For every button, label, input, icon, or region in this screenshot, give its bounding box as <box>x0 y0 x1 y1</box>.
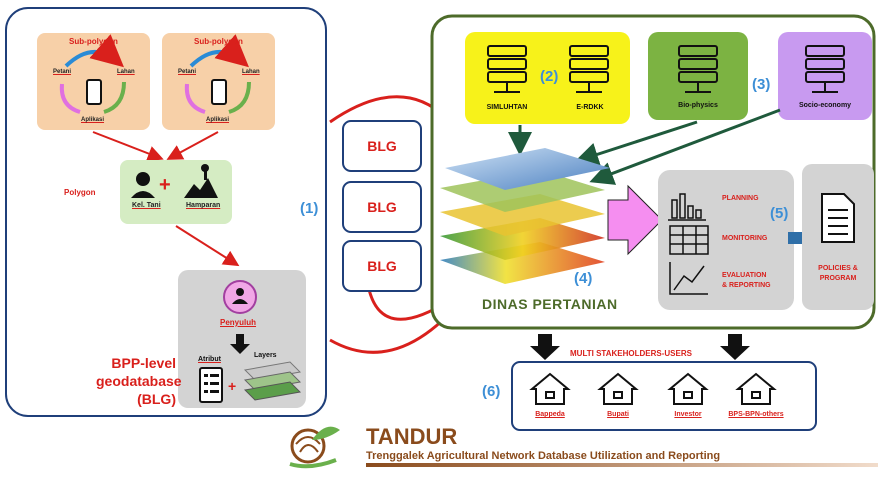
step-2-label: (2) <box>540 68 559 85</box>
document-icon <box>821 193 855 243</box>
hamparan-label: Hamparan <box>186 202 221 209</box>
table-icon <box>669 225 709 255</box>
source-biophysics-box <box>648 32 748 120</box>
map-layers-stack <box>440 148 610 284</box>
footer-underline <box>366 463 878 467</box>
server-icon <box>569 45 609 93</box>
blg-box-1: BLG <box>342 120 422 172</box>
stakeholder-bupati: Bupati <box>607 411 629 418</box>
polygon-plus: + <box>159 174 171 196</box>
sub-polygon-1: Sub-polygon Petani Lahan Aplikasi <box>37 33 150 130</box>
kel-tani-label: Kel. Tani <box>132 202 161 209</box>
aplikasi-label: Aplikasi <box>81 117 105 123</box>
server-icon <box>678 45 718 93</box>
bpp-line-3: (BLG) <box>137 391 176 407</box>
evaluation-label: EVALUATION & REPORTING <box>722 272 771 289</box>
planning-label: PLANNING <box>722 195 759 202</box>
blg-box-3: BLG <box>342 240 422 292</box>
erdkk-label: E-RDKK <box>576 104 604 111</box>
polygon-label: Polygon <box>64 188 96 197</box>
biophysics-label: Bio-physics <box>678 102 718 109</box>
stakeholder-bps: BPS-BPN-others <box>728 411 784 418</box>
phone-icon <box>86 79 102 105</box>
penyuluh-label: Penyuluh <box>220 318 257 327</box>
process-arrow <box>607 184 663 256</box>
step-6-label: (6) <box>482 383 501 400</box>
monitoring-label: MONITORING <box>722 235 768 242</box>
atribut-plus: + <box>228 378 237 394</box>
house-icon <box>597 372 639 405</box>
stakeholder-frame <box>511 361 817 431</box>
bpp-line-1: BPP-level <box>111 355 176 371</box>
tandur-logo <box>289 426 340 469</box>
sub-polygon-title: Sub-polygon <box>194 37 243 46</box>
dinas-title: DINAS PERTANIAN <box>482 296 618 312</box>
socioeconomy-label: Socio-economy <box>798 102 852 109</box>
policies-label: POLICIES & PROGRAM <box>818 265 858 282</box>
output-box <box>658 170 794 310</box>
bpp-line-2: geodatabase <box>96 373 182 389</box>
simluhtan-label: SIMLUHTAN <box>486 104 528 111</box>
polygon-box <box>120 160 232 224</box>
server-icon <box>805 45 845 93</box>
petani-label: Petani <box>178 69 197 75</box>
bpp-label: BPP-level geodatabase (BLG) <box>96 354 182 408</box>
step-5-label: (5) <box>770 205 789 222</box>
phone-icon <box>211 79 227 105</box>
footer-subtitle: Trenggalek Agricultural Network Database… <box>366 450 721 462</box>
bar-chart-icon <box>668 193 706 221</box>
sub-polygon-title: Sub-polygon <box>69 37 118 46</box>
stakeholder-investor: Investor <box>674 411 702 418</box>
sub-polygon-2: Sub-polygon Petani Lahan Aplikasi <box>162 33 275 130</box>
stakeholders-title: MULTI STAKEHOLDERS-USERS <box>570 349 692 358</box>
layers-label: Layers <box>254 352 277 359</box>
lahan-label: Lahan <box>242 69 260 75</box>
server-icon <box>487 45 527 93</box>
aplikasi-label: Aplikasi <box>206 117 230 123</box>
line-chart-icon <box>669 262 708 295</box>
step-1-label: (1) <box>300 200 319 217</box>
house-icon <box>735 372 777 405</box>
source-socio-box <box>778 32 872 120</box>
step-3-label: (3) <box>752 76 771 93</box>
petani-label: Petani <box>53 69 72 75</box>
footer-name: TANDUR <box>366 424 458 449</box>
blg-box-2: BLG <box>342 181 422 233</box>
atribut-label: Atribut <box>198 356 221 363</box>
step-4-label: (4) <box>574 270 593 287</box>
house-icon <box>667 372 709 405</box>
lahan-label: Lahan <box>117 69 135 75</box>
stakeholder-bappeda: Bappeda <box>535 411 565 418</box>
house-icon <box>529 372 571 405</box>
